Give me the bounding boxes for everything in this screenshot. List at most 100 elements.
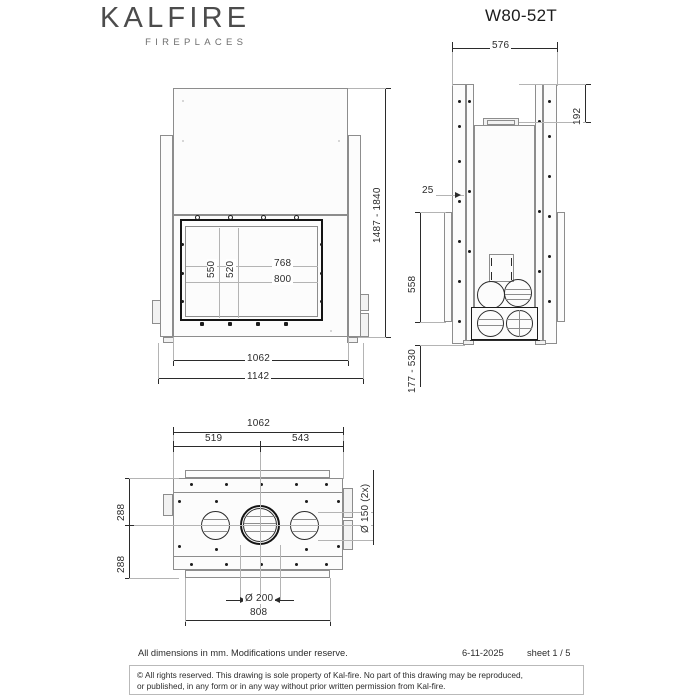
dim-line-body-height [420, 212, 421, 322]
plan-fastener [337, 545, 340, 548]
plan-fastener [225, 563, 228, 566]
panel-fastener [548, 300, 551, 303]
plan-fastener [295, 563, 298, 566]
frame-fastener [320, 300, 323, 303]
ext-line [348, 88, 386, 89]
dim-glass-height-inner: 520 [225, 258, 236, 280]
ext-line [452, 52, 453, 86]
dim-right-offset: 543 [290, 433, 312, 444]
ext-line [185, 578, 186, 622]
dim-tick [452, 42, 453, 54]
bracket-detail [511, 272, 512, 280]
panel-fastener [458, 200, 461, 203]
dim-line-right-offset [260, 446, 343, 447]
dim-frame-width: 808 [248, 607, 270, 618]
dim-glass-width-outer: 800 [272, 274, 294, 285]
side-base-line [470, 340, 540, 341]
dim-glass-width-inner: 768 [272, 258, 294, 269]
panel-fastener [548, 255, 551, 258]
panel-fastener [548, 100, 551, 103]
dim-tick [343, 427, 344, 438]
panel-fastener [458, 100, 461, 103]
dim-guide [219, 228, 220, 318]
side-right-plate [557, 212, 565, 322]
panel-fastener [458, 240, 461, 243]
side-outlet-left [477, 310, 504, 337]
plan-right-bracket [343, 488, 353, 518]
frame-fastener [228, 322, 232, 326]
ext-line [363, 343, 364, 379]
kalfire-logo: KALFIRE FIREPLACES [100, 4, 250, 48]
plan-left-bracket [163, 494, 173, 516]
centre-line-horizontal [133, 525, 373, 526]
ext-line [424, 195, 464, 196]
plan-fastener [178, 500, 181, 503]
dim-side-outlet-dia: Ø 150 (2x) [360, 481, 371, 535]
plan-fastener [190, 483, 193, 486]
ext-line [129, 478, 179, 479]
footer-sheet: sheet 1 / 5 [527, 648, 571, 658]
side-top-collar [483, 118, 519, 126]
plan-fastener [190, 563, 193, 566]
panel-fastener [548, 175, 551, 178]
ext-line [173, 435, 174, 479]
footer-date: 6-11-2025 [462, 648, 504, 658]
outlet-hatch [507, 328, 532, 329]
plan-fastener [295, 483, 298, 486]
front-right-bracket-lower [360, 313, 369, 337]
frame-fastener [284, 322, 288, 326]
leader-line [318, 540, 373, 541]
front-right-column [348, 135, 361, 337]
ext-line [280, 545, 281, 600]
panel-fastener [538, 210, 541, 213]
front-right-foot [347, 337, 358, 343]
ext-line [173, 337, 174, 361]
plan-fastener [305, 500, 308, 503]
frame-fastener [200, 322, 204, 326]
brand-subtitle: FIREPLACES [145, 37, 248, 48]
ext-line [240, 545, 241, 600]
bracket-detail [491, 272, 492, 280]
panel-fastener [538, 270, 541, 273]
dim-line-leg-height [420, 345, 421, 387]
outlet-hatch [202, 519, 229, 520]
flue-hatch [505, 294, 531, 295]
ext-line [420, 212, 446, 213]
brand-name: KALFIRE [100, 2, 251, 34]
panel-fastener [548, 215, 551, 218]
dim-body-height: 558 [407, 273, 418, 295]
copyright-box: © All rights reserved. This drawing is s… [129, 665, 584, 695]
flue-hatch [505, 289, 531, 290]
dim-leg-height: 177 - 530 [407, 346, 418, 395]
frame-fastener [181, 272, 184, 275]
body-marker [330, 330, 332, 332]
dim-depth-rear: 288 [116, 553, 127, 575]
copyright-line-1: © All rights reserved. This drawing is s… [137, 670, 523, 680]
plan-fastener [305, 548, 308, 551]
dim-tick [343, 441, 344, 452]
dim-line-height [385, 88, 386, 337]
side-right-foot [535, 340, 546, 345]
body-marker [182, 140, 184, 142]
frame-fastener [261, 215, 266, 220]
panel-fastener [458, 320, 461, 323]
dim-tick [260, 441, 261, 452]
outlet-hatch [519, 310, 520, 337]
frame-fastener [195, 215, 200, 220]
side-left-panel [452, 84, 466, 344]
plan-fastener [325, 563, 328, 566]
dim-overall-height: 1487 - 1840 [372, 185, 383, 245]
outlet-hatch [478, 325, 503, 326]
front-right-bracket [360, 294, 369, 311]
ext-line [519, 122, 586, 123]
panel-fastener [468, 100, 471, 103]
plan-fastener [260, 563, 263, 566]
dim-line-side-dia [373, 470, 374, 545]
frame-fastener [181, 300, 184, 303]
dim-overall-width: 1142 [245, 371, 272, 382]
side-left-plate [444, 212, 452, 322]
frame-fastener [181, 243, 184, 246]
footer-note: All dimensions in mm. Modifications unde… [138, 648, 348, 658]
side-top-collar-inner [487, 120, 515, 125]
